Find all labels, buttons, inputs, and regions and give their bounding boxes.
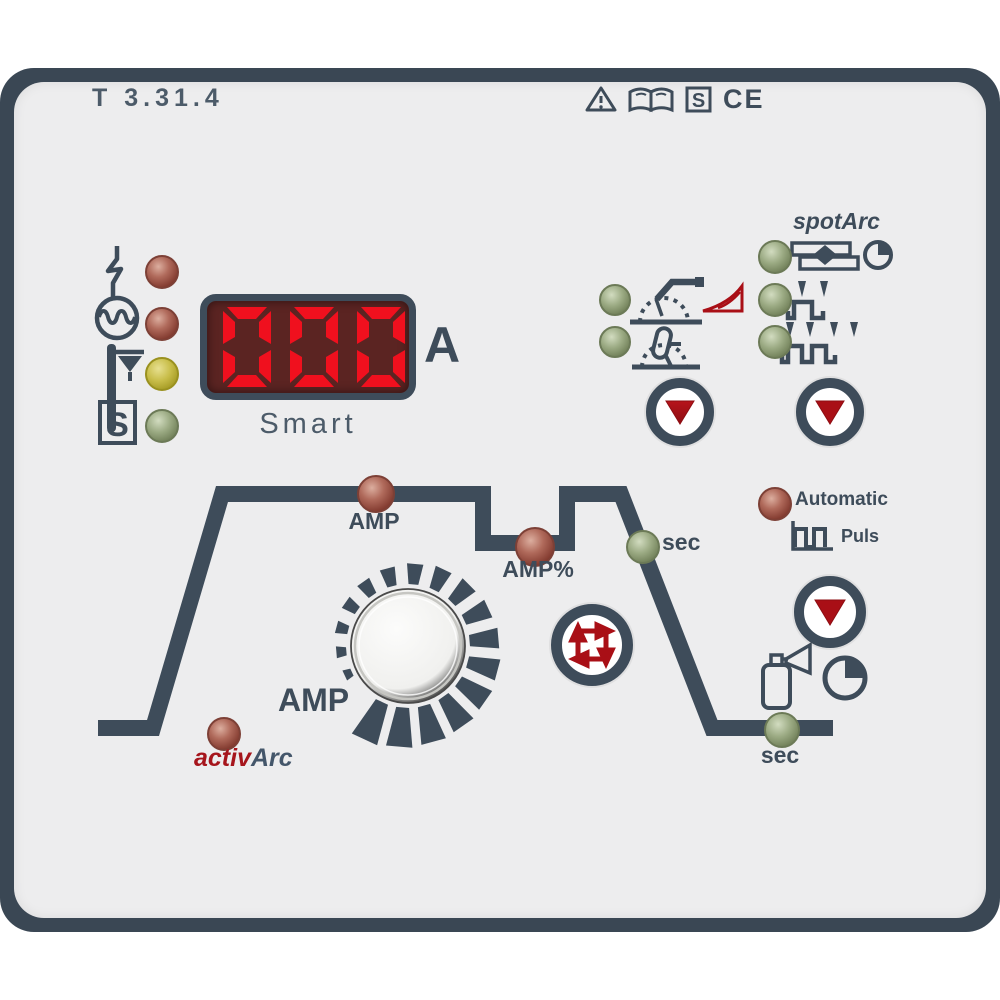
sec-downslope-label: sec xyxy=(662,529,701,555)
led-activarc xyxy=(207,717,241,751)
model-number: T 3.31.4 xyxy=(92,84,224,112)
led-single-pulse xyxy=(758,283,792,317)
led-amp-percent xyxy=(515,527,555,567)
led-gas-sec xyxy=(764,712,800,748)
pulse-mode-button[interactable] xyxy=(794,576,866,648)
led-amp-main xyxy=(357,475,395,513)
warning-icon xyxy=(585,86,617,112)
led-automatic xyxy=(758,487,792,521)
led-overtemp xyxy=(145,357,179,391)
svg-text:S: S xyxy=(692,90,705,112)
puls-label: Puls xyxy=(841,526,880,546)
knob-amp-label: AMP xyxy=(278,682,350,718)
amp-percent-label: AMP% xyxy=(502,556,574,582)
led-tig-process xyxy=(599,284,631,316)
activarc-label: activArc xyxy=(194,744,293,773)
sec-gas-label: sec xyxy=(760,742,800,768)
activarc-label-arc: Arc xyxy=(250,744,293,772)
ce-mark-icon: CE xyxy=(723,85,765,113)
seven-segment-digits xyxy=(223,307,405,387)
amp-label: AMP xyxy=(348,508,400,534)
svg-text:CE: CE xyxy=(723,85,765,113)
down-triangle-icon xyxy=(814,599,846,626)
process-select-button[interactable] xyxy=(646,378,714,446)
s-mark-icon: S xyxy=(685,86,712,112)
header-icons: S CE xyxy=(585,84,765,114)
led-spotarc xyxy=(758,240,792,274)
amp-unit-label: A xyxy=(424,317,461,373)
cycle-arrows-icon xyxy=(568,621,616,669)
spotarc-label: spotArc xyxy=(793,208,880,234)
led-ac xyxy=(145,307,179,341)
down-triangle-icon xyxy=(815,400,845,425)
down-triangle-icon xyxy=(665,400,695,425)
manual-icon xyxy=(628,87,674,113)
activarc-label-activ: activ xyxy=(194,744,251,772)
current-display xyxy=(200,294,416,400)
led-electrode-process xyxy=(599,326,631,358)
led-arc-fault xyxy=(145,255,179,289)
cycle-select-button[interactable] xyxy=(551,604,633,686)
brand-smart: Smart xyxy=(259,408,357,440)
led-downslope-sec xyxy=(626,530,660,564)
led-s-safety xyxy=(145,409,179,443)
automatic-label: Automatic xyxy=(795,489,888,510)
led-double-pulse xyxy=(758,325,792,359)
spot-mode-button[interactable] xyxy=(796,378,864,446)
